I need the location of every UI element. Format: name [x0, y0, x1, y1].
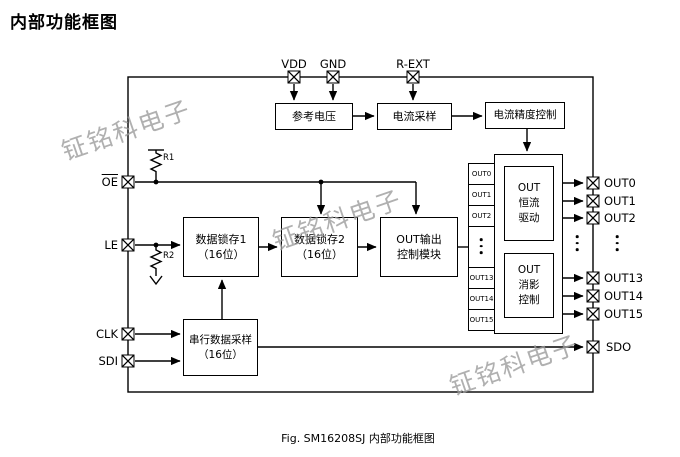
pin-x-icon [122, 176, 134, 188]
pin-label-vdd: VDD [281, 57, 307, 71]
block-label: 消影 [518, 279, 540, 291]
block-label: OUT输出 [396, 233, 442, 246]
block-out-output-control: OUT输出 控制模块 [380, 217, 458, 277]
pin-le [121, 238, 135, 252]
pin-x-icon [327, 71, 339, 83]
pin-label-gnd: GND [319, 57, 347, 71]
out-channel-cell: OUT14 [468, 288, 495, 310]
pin-label-sdi: SDI [98, 354, 118, 368]
resistor-label-r2: R2 [163, 251, 175, 261]
block-data-latch-1: 数据锁存1 （16位） [183, 217, 259, 277]
pin-sdo [586, 340, 600, 354]
pin-clk [121, 327, 135, 341]
pin-label-out14: OUT14 [604, 289, 644, 303]
pin-x-icon [587, 177, 599, 189]
pin-x-icon [407, 71, 419, 83]
pin-label-le: LE [104, 238, 118, 252]
block-label: （16位） [296, 248, 343, 261]
pin-x-icon [122, 239, 134, 251]
cell-label: OUT13 [469, 274, 494, 282]
pin-label-sdo: SDO [606, 340, 632, 354]
pin-label-oe: OE [101, 175, 118, 189]
cell-label: OUT2 [471, 212, 492, 220]
figure-caption: Fig. SM16208SJ 内部功能框图 [281, 432, 435, 445]
pin-vdd [287, 70, 301, 84]
cell-label: OUT1 [471, 191, 492, 199]
pin-label-rext: R-EXT [396, 57, 430, 71]
block-label: 串行数据采样 [189, 333, 252, 346]
resistor-label-r1: R1 [163, 153, 175, 163]
pin-x-icon [587, 195, 599, 207]
block-serial-data-sampling: 串行数据采样 （16位） [183, 319, 258, 376]
pin-oe [121, 175, 135, 189]
block-current-precision-control: 电流精度控制 [485, 102, 565, 129]
block-out-ghost-elimination-control: OUT 消影 控制 [504, 253, 554, 318]
pin-sdi [121, 354, 135, 368]
block-label: 控制 [518, 294, 540, 306]
out-channel-cell: OUT2 [468, 205, 495, 227]
pin-x-icon [587, 308, 599, 320]
block-label: （16位） [198, 348, 243, 361]
resistor-r2 [149, 245, 163, 276]
cell-label: OUT0 [471, 170, 492, 178]
pin-out15 [586, 307, 600, 321]
junction-dots [153, 179, 324, 248]
out-channel-cell: OUT15 [468, 309, 495, 331]
chip-boundary [127, 76, 594, 393]
block-current-sampling: 电流采样 [377, 103, 452, 130]
vertical-ellipsis-icon [575, 235, 579, 251]
pin-label-out0: OUT0 [604, 176, 636, 190]
vertical-ellipsis-icon [615, 235, 619, 251]
block-label: 控制模块 [397, 248, 441, 261]
block-label: 数据锁存1 [195, 233, 247, 246]
pin-out0 [586, 176, 600, 190]
pin-x-icon [587, 212, 599, 224]
block-label: 电流采样 [392, 110, 437, 123]
block-label: 电流精度控制 [493, 109, 557, 121]
block-reference-voltage: 参考电压 [275, 103, 353, 130]
signal-lines [127, 76, 594, 393]
pin-out2 [586, 211, 600, 225]
block-label: OUT [517, 182, 541, 194]
block-label: 驱动 [518, 212, 540, 224]
pin-label-out15: OUT15 [604, 307, 644, 321]
out-channel-cell: OUT13 [468, 267, 495, 289]
pin-x-icon [587, 341, 599, 353]
pin-x-icon [122, 328, 134, 340]
page-title: 内部功能框图 [10, 13, 118, 33]
pin-out14 [586, 289, 600, 303]
pin-label-out13: OUT13 [604, 271, 644, 285]
block-label: 数据锁存2 [294, 233, 345, 246]
pin-label-clk: CLK [96, 327, 118, 341]
pin-out1 [586, 194, 600, 208]
pin-out13 [586, 271, 600, 285]
pin-rext [406, 70, 420, 84]
pin-label-out1: OUT1 [604, 194, 636, 208]
block-label: OUT [517, 264, 541, 276]
block-data-latch-2: 数据锁存2 （16位） [281, 217, 358, 277]
pin-x-icon [122, 355, 134, 367]
block-label: （16位） [197, 248, 245, 261]
pin-x-icon [587, 272, 599, 284]
cell-label: OUT14 [469, 295, 494, 303]
pin-label-out2: OUT2 [604, 211, 636, 225]
pin-x-icon [288, 71, 300, 83]
pin-x-icon [587, 290, 599, 302]
resistor-r1 [149, 150, 163, 182]
block-label: 参考电压 [292, 110, 336, 123]
block-out-constant-current-drive: OUT 恒流 驱动 [504, 166, 554, 241]
out-channel-cell: OUT1 [468, 184, 495, 206]
ground-symbol [149, 275, 163, 286]
out-channel-cell: OUT0 [468, 163, 495, 185]
cell-label: OUT15 [469, 316, 494, 324]
vertical-ellipsis-icon [479, 238, 483, 254]
pin-gnd [326, 70, 340, 84]
block-label: 恒流 [518, 197, 540, 209]
